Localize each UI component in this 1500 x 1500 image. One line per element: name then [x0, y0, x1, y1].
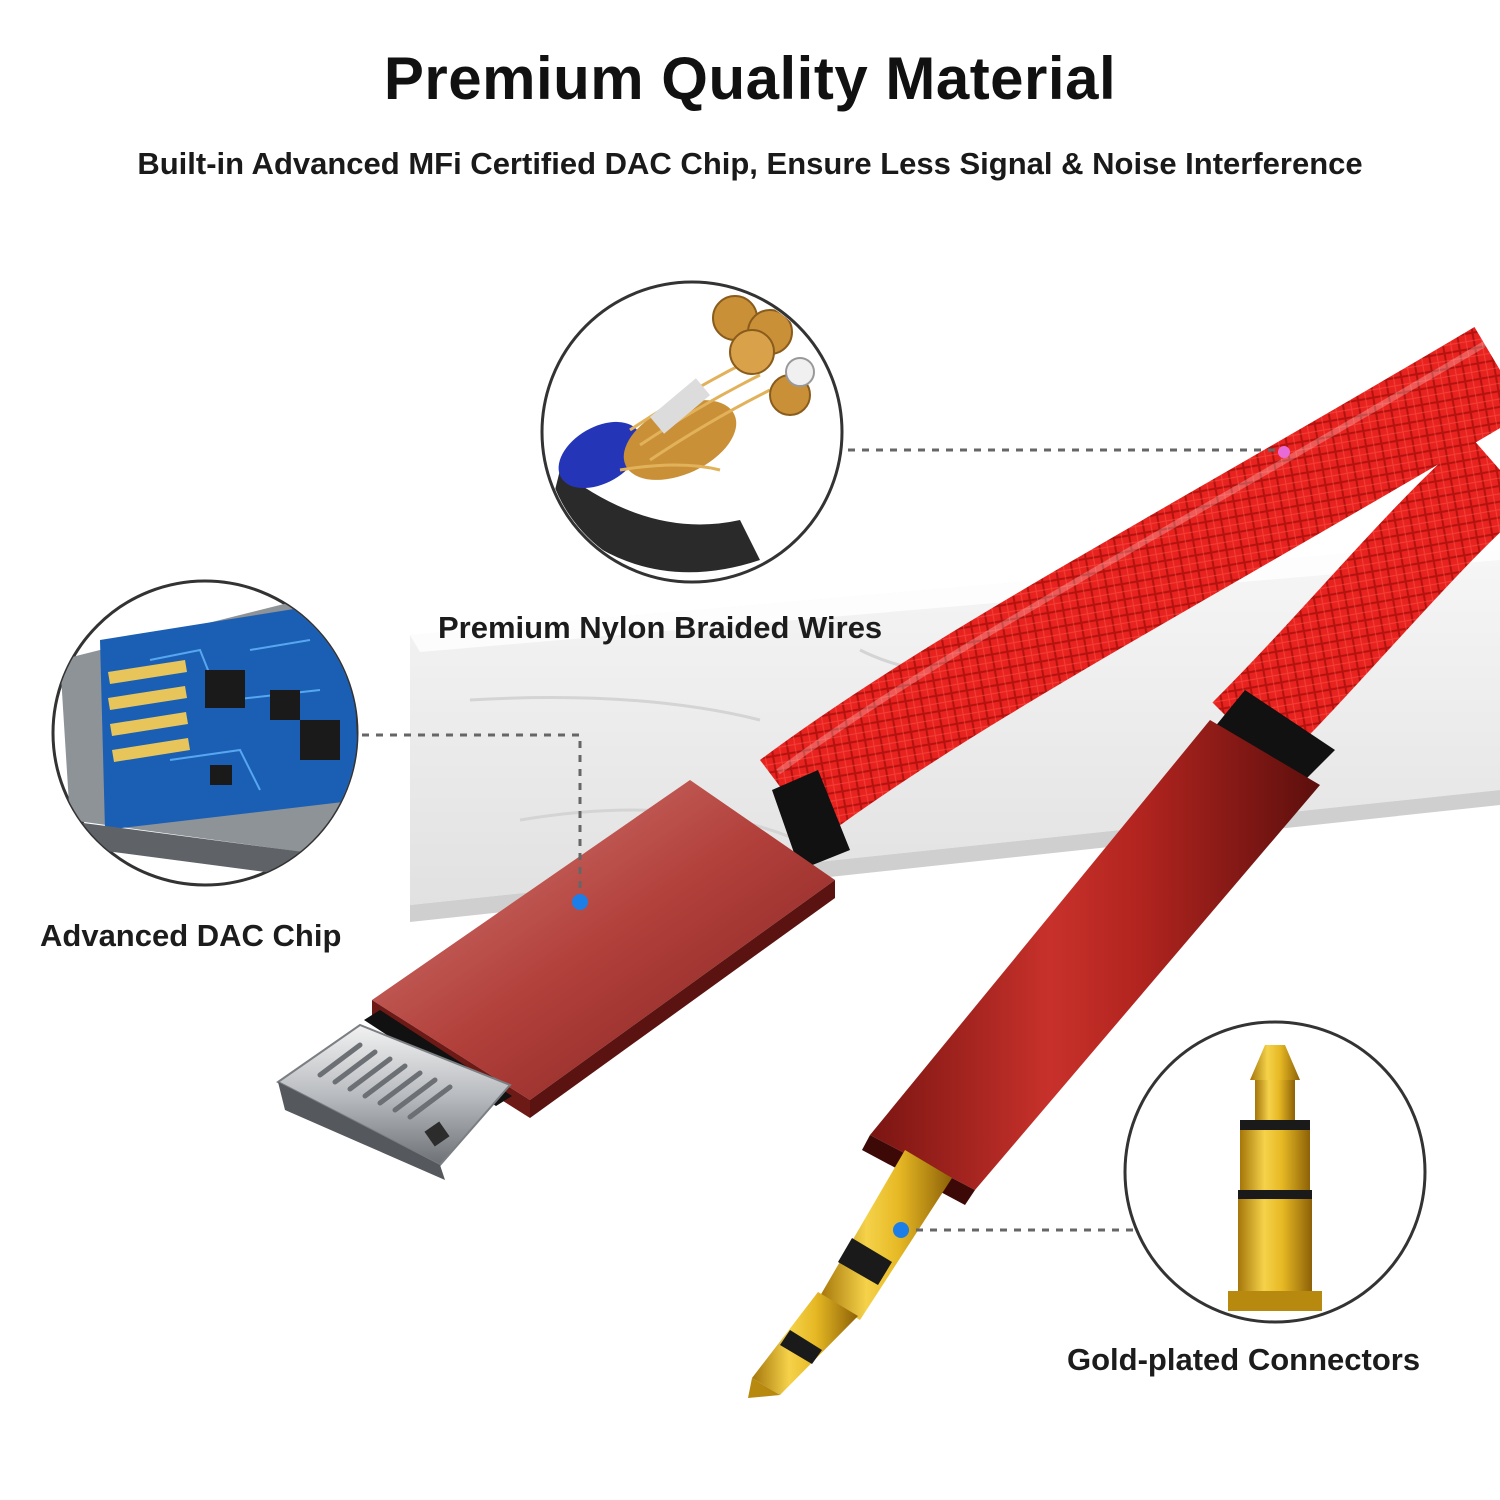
- page-subtitle: Built-in Advanced MFi Certified DAC Chip…: [137, 146, 1363, 181]
- callout-dot-braided: [1278, 446, 1290, 458]
- gold-plug: [748, 1150, 952, 1398]
- braided-wire-cross-section-icon: [540, 280, 844, 584]
- callout-dot-gold: [893, 1222, 909, 1238]
- gold-connectors-label: Gold-plated Connectors: [1067, 1342, 1421, 1377]
- aux-jack-connector: [748, 690, 1335, 1398]
- callout-dot-dac: [572, 894, 588, 910]
- lightning-connector: [276, 770, 850, 1180]
- gold-plug-tip-icon: [1123, 1020, 1427, 1324]
- braided-cable: [760, 327, 1500, 841]
- dac-circuit-board-icon: [51, 579, 359, 887]
- callout-lines: [362, 448, 1282, 1232]
- dac-chip-label: Advanced DAC Chip: [40, 918, 342, 953]
- page-title: Premium Quality Material: [383, 45, 1117, 112]
- lightning-plug: [276, 1023, 512, 1180]
- braided-wires-label: Premium Nylon Braided Wires: [438, 610, 883, 645]
